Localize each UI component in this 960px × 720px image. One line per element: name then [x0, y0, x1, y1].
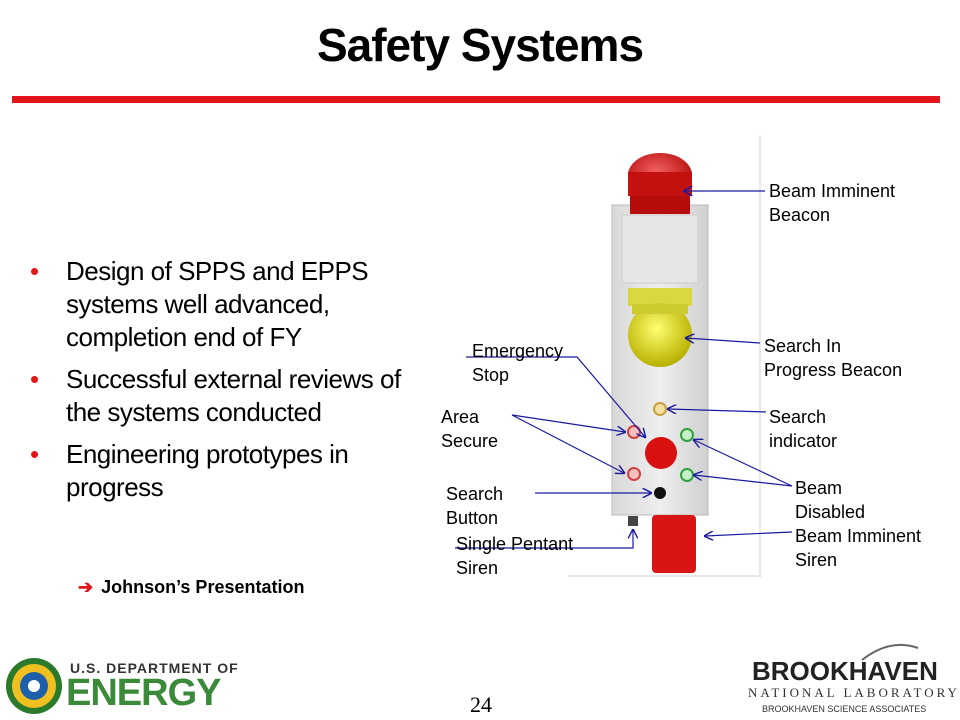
beam-disabled-light — [680, 468, 694, 482]
area-secure-light — [627, 467, 641, 481]
bullet-item: •Design of SPPS and EPPS systems well ad… — [30, 256, 369, 352]
emergency-stop-button — [645, 437, 677, 469]
slide-title: Safety Systems — [316, 19, 644, 71]
bullet-list: •Design of SPPS and EPPS systems well ad… — [30, 255, 430, 513]
title-divider — [12, 96, 940, 103]
bullet-dot-icon: • — [30, 439, 39, 469]
presentation-link[interactable]: ➔Johnson’s Presentation — [78, 577, 305, 597]
doe-line-1: U.S. DEPARTMENT OF — [70, 660, 239, 676]
search-in-progress-beacon — [628, 303, 692, 367]
doe-line-2: ENERGY — [66, 672, 221, 714]
area-secure-light — [627, 425, 641, 439]
bnl-swoosh-icon — [861, 644, 919, 661]
search-button — [654, 487, 666, 499]
beam-imminent-siren — [652, 515, 696, 573]
doe-seal-icon — [6, 658, 62, 714]
bullet-dot-icon: • — [30, 256, 39, 286]
bnl-line-3: BROOKHAVEN SCIENCE ASSOCIATES — [762, 704, 927, 714]
beam-disabled-light — [680, 428, 694, 442]
bullet-item: •Successful external reviews of the syst… — [30, 364, 401, 427]
page-number: 24 — [470, 692, 492, 717]
search-indicator-light — [653, 402, 667, 416]
arrow-right-icon: ➔ — [78, 577, 94, 597]
bnl-line-1: BROOKHAVEN — [752, 656, 938, 686]
bullet-item: •Engineering prototypes in progress — [30, 439, 349, 502]
bullet-dot-icon: • — [30, 364, 39, 394]
bnl-line-2: NATIONAL LABORATORY — [748, 685, 960, 700]
